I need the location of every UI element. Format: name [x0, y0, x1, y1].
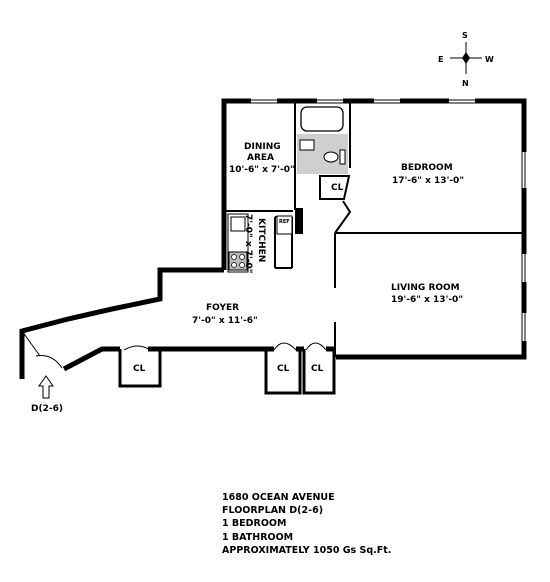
- address-line: 1680 OCEAN AVENUE: [222, 492, 335, 503]
- kitchen-label: KITCHEN: [256, 218, 266, 262]
- closet-label: CL: [133, 364, 146, 374]
- refrigerator-icon: [276, 215, 293, 235]
- compass-south: S: [462, 31, 468, 40]
- window-icon: [317, 98, 343, 105]
- closets: [118, 349, 336, 395]
- closet-doors: [21, 330, 327, 369]
- interior-walls: [224, 101, 524, 357]
- windows: [251, 98, 527, 341]
- bathtub-icon: [300, 106, 344, 132]
- window-icon: [449, 98, 475, 105]
- window-icon: [520, 152, 527, 188]
- compass-west: W: [485, 55, 494, 64]
- toilet-icon: [323, 151, 339, 163]
- compass-icon: S E W N: [438, 31, 494, 88]
- foyer-label: FOYER: [206, 303, 239, 313]
- entry-arrow-icon: [38, 375, 54, 399]
- compass-east: E: [438, 55, 443, 64]
- sink-icon: [299, 139, 315, 151]
- square-footage: APPROXIMATELY 1050 Gs Sq.Ft.: [222, 544, 392, 556]
- bedroom-label: BEDROOM: [401, 163, 453, 173]
- bathroom: [295, 106, 352, 234]
- closet-label: CL: [331, 183, 344, 193]
- bathroom-count: 1 BATHROOM: [222, 531, 294, 543]
- living-room-label: LIVING ROOM: [391, 283, 460, 293]
- kitchen-sink-icon: [230, 216, 246, 232]
- kitchen-dimensions: 7'-0" x 7'-0": [243, 214, 253, 273]
- bathroom-door-jamb: [295, 208, 303, 234]
- kitchen-fixtures: REF: [227, 213, 293, 273]
- bedroom-count: 1 BEDROOM: [222, 518, 287, 530]
- living-room-dimensions: 19'-6" x 13'-0": [391, 295, 463, 305]
- floorplan-info: 1680 OCEAN AVENUE FLOORPLAN D(2-6) 1 BED…: [222, 491, 391, 557]
- compass-north: N: [462, 79, 469, 88]
- dining-area-label-line1: DINING: [244, 142, 281, 152]
- closet-label: CL: [311, 364, 324, 374]
- window-icon: [520, 254, 527, 282]
- floorplan-name: FLOORPLAN D(2-6): [222, 505, 324, 517]
- dining-area-dimensions: 10'-6" x 7'-0": [229, 165, 295, 175]
- closet-label: CL: [277, 364, 290, 374]
- entry-label: D(2-6): [31, 404, 63, 414]
- dining-area-label-line2: AREA: [247, 153, 274, 163]
- refrigerator-label: REF: [279, 219, 290, 225]
- window-icon: [520, 313, 527, 341]
- bedroom-dimensions: 17'-6" x 13'-0": [392, 176, 464, 186]
- bathroom-closet: [319, 175, 351, 200]
- window-icon: [251, 98, 277, 105]
- foyer-dimensions: 7'-0" x 11'-6": [192, 316, 258, 326]
- window-icon: [374, 98, 400, 105]
